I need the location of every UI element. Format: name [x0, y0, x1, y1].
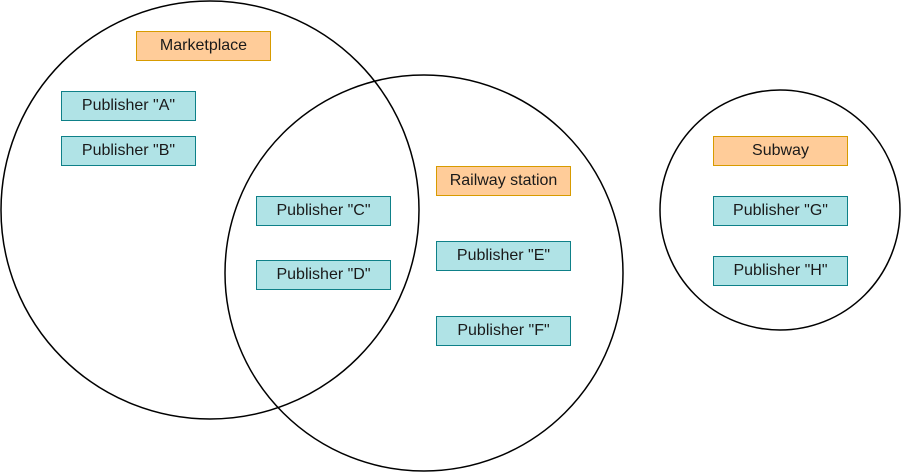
publisher-c: Publisher "C" — [256, 196, 391, 226]
publisher-h: Publisher "H" — [713, 256, 848, 286]
railway-station-label: Railway station — [436, 166, 571, 196]
publisher-e: Publisher "E" — [436, 241, 571, 271]
marketplace-circle — [0, 0, 420, 420]
publisher-b: Publisher "B" — [61, 136, 196, 166]
railway-station-circle — [224, 74, 624, 472]
subway-circle — [659, 89, 901, 331]
publisher-g: Publisher "G" — [713, 196, 848, 226]
marketplace-label: Marketplace — [136, 31, 271, 61]
publisher-f: Publisher "F" — [436, 316, 571, 346]
subway-label: Subway — [713, 136, 848, 166]
publisher-d: Publisher "D" — [256, 260, 391, 290]
publisher-a: Publisher "A" — [61, 91, 196, 121]
